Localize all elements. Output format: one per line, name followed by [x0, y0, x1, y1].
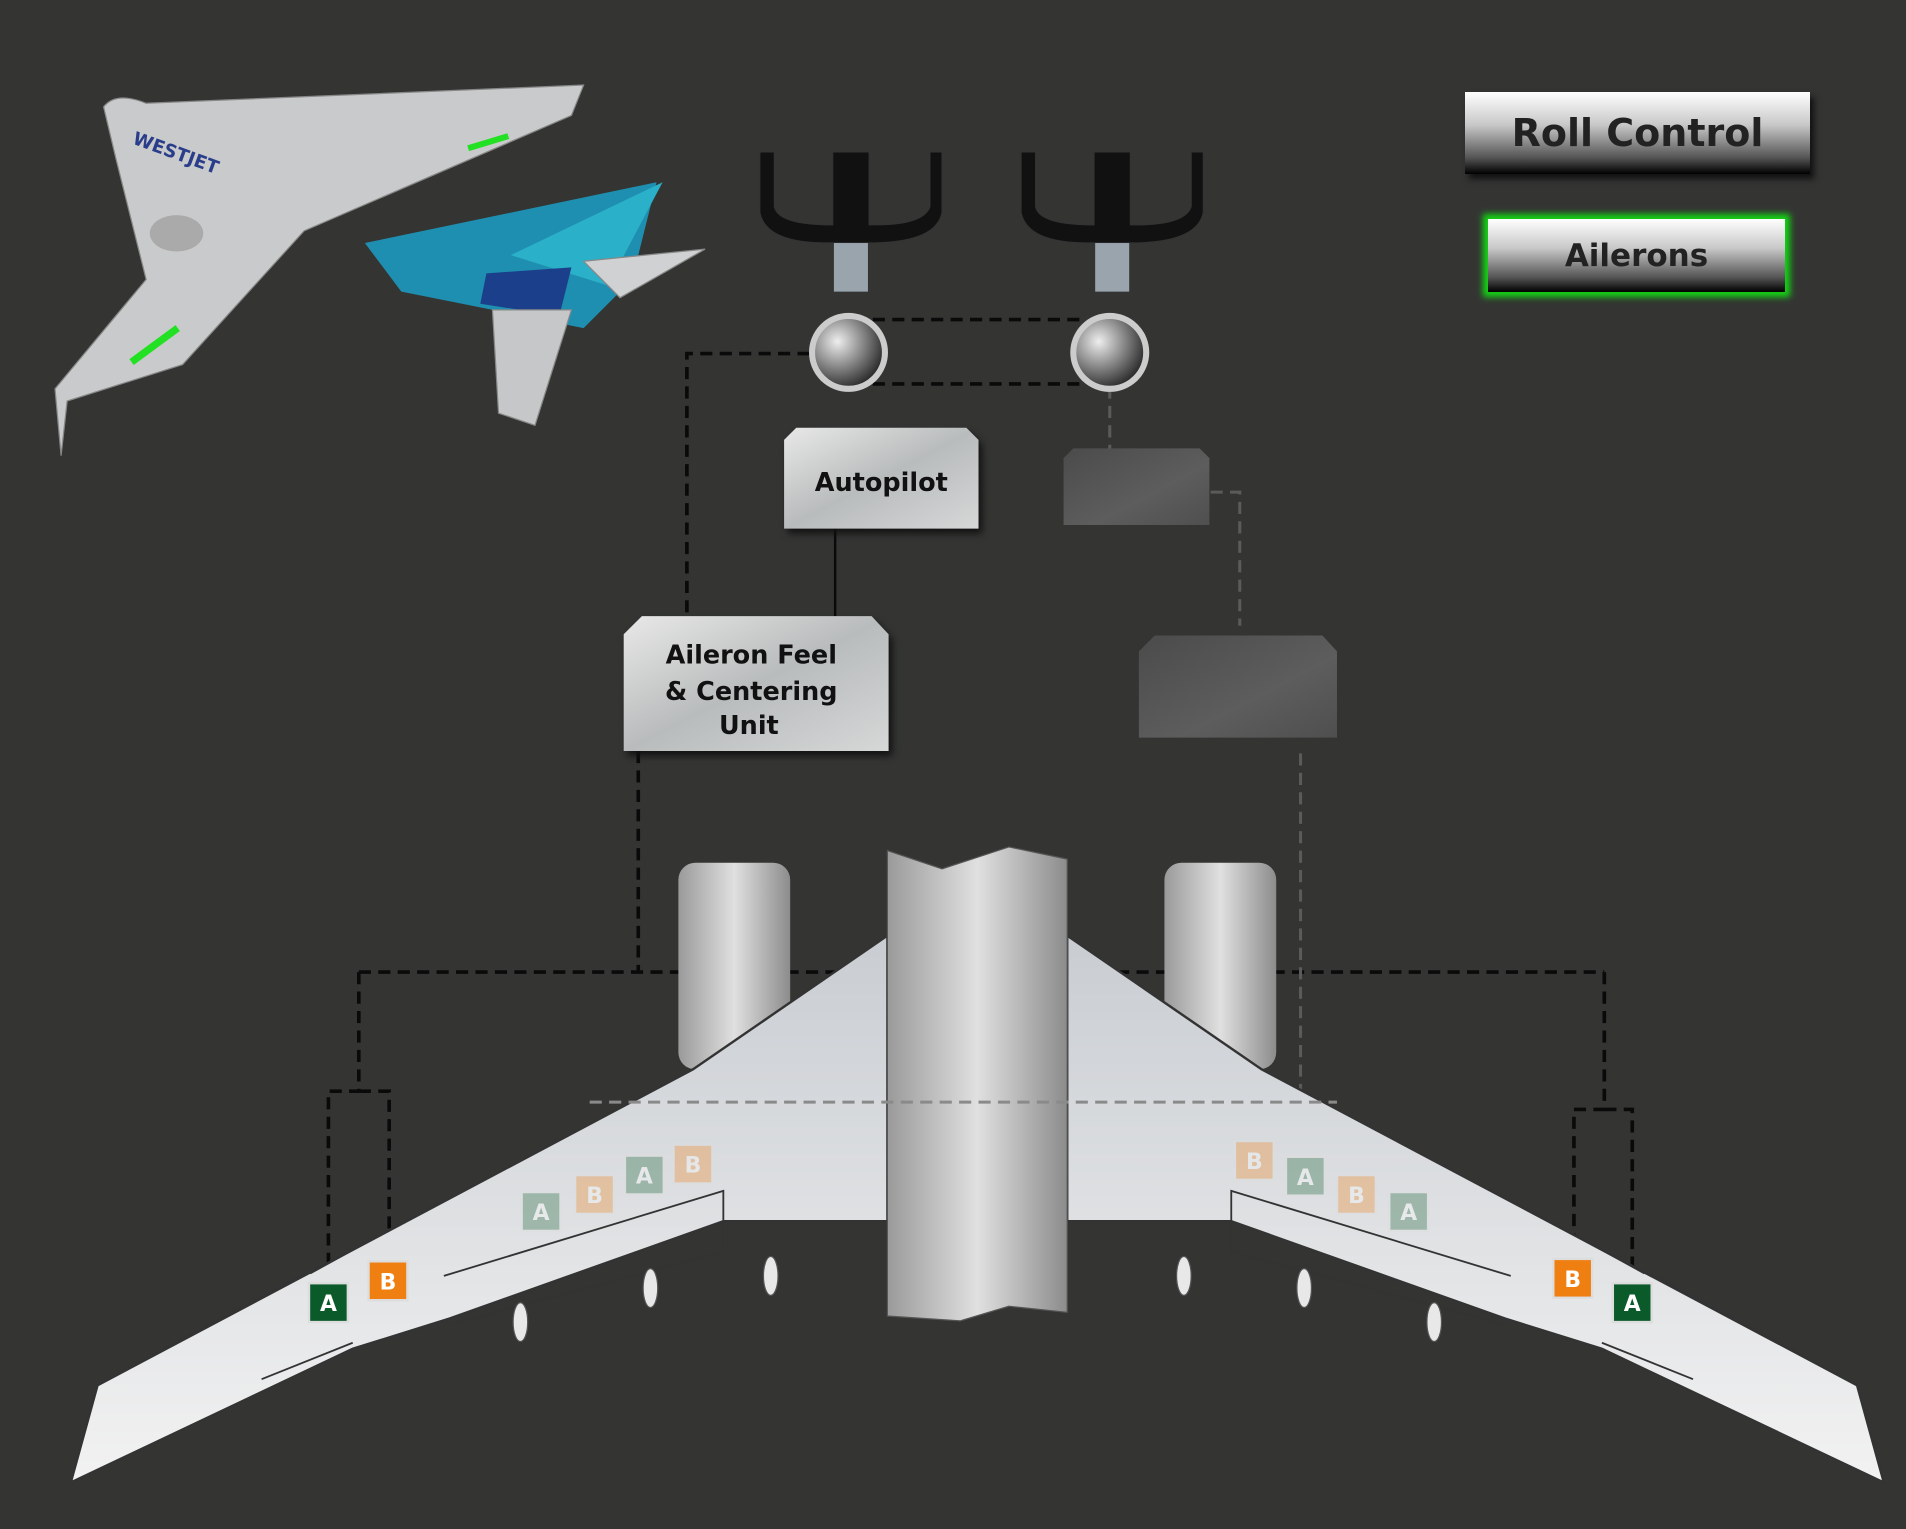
- inactive-cables: [1108, 386, 1303, 1100]
- inactive-unit-box-upper: [1063, 448, 1210, 525]
- hydraulic-system-label: B: [685, 1154, 702, 1179]
- captain-cable-drum: [809, 312, 888, 392]
- hydraulic-system-label: B: [586, 1184, 603, 1209]
- hydraulic-system-label: A: [1297, 1166, 1314, 1191]
- hydraulic-system-label: B: [1246, 1150, 1263, 1175]
- hydraulic-system-b-badge: B: [1335, 1173, 1378, 1216]
- captain-control-yoke[interactable]: [759, 151, 943, 292]
- feel-unit-label-line1: Aileron Feel: [666, 640, 837, 670]
- hydraulic-system-b-badge: B: [573, 1173, 616, 1216]
- first-officer-control-yoke[interactable]: [1020, 151, 1204, 292]
- hydraulic-system-label: B: [1348, 1184, 1365, 1209]
- wing-planform: [68, 846, 1886, 1485]
- hydraulic-system-a-badge: A: [307, 1281, 350, 1324]
- hydraulic-system-a-badge: A: [1388, 1190, 1430, 1233]
- hydraulic-system-b-badge: B: [672, 1143, 714, 1185]
- right-engine: [1164, 862, 1277, 1070]
- left-engine: [678, 862, 791, 1070]
- hydraulic-system-a-badge: A: [1284, 1155, 1327, 1197]
- fuselage: [886, 846, 1068, 1322]
- hydraulic-system-label: A: [533, 1201, 550, 1226]
- hydraulic-system-label: B: [1564, 1268, 1581, 1293]
- hydraulic-system-b-badge: B: [1233, 1139, 1276, 1182]
- first-officer-cable-drum: [1070, 312, 1150, 392]
- hydraulic-system-label: A: [320, 1292, 337, 1317]
- feel-unit-label-line2: & Centering: [665, 677, 838, 707]
- aileron-feel-centering-unit[interactable]: Aileron Feel & Centering Unit: [623, 616, 889, 751]
- feel-unit-label-line3: Unit: [719, 711, 779, 741]
- autopilot-box[interactable]: Autopilot: [784, 427, 979, 529]
- hydraulic-actuators: A B B A A B A B B A B A: [307, 1139, 1653, 1324]
- hydraulic-system-label: A: [1400, 1201, 1417, 1226]
- hydraulic-system-label: B: [380, 1270, 397, 1295]
- hydraulic-system-a-badge: A: [623, 1154, 666, 1196]
- hydraulic-system-a-badge: A: [1611, 1281, 1653, 1324]
- hydraulic-system-label: A: [636, 1165, 653, 1190]
- roll-control-button[interactable]: Roll Control: [1465, 92, 1810, 174]
- inactive-unit-box-lower: [1138, 635, 1337, 738]
- hydraulic-system-b-badge: B: [1552, 1257, 1594, 1299]
- ailerons-button[interactable]: Ailerons: [1488, 219, 1785, 292]
- hydraulic-system-label: A: [1624, 1292, 1641, 1317]
- aircraft-illustration: WESTJET: [54, 84, 706, 456]
- hydraulic-system-b-badge: B: [367, 1260, 409, 1302]
- autopilot-label: Autopilot: [815, 468, 948, 498]
- hydraulic-system-a-badge: A: [520, 1190, 562, 1233]
